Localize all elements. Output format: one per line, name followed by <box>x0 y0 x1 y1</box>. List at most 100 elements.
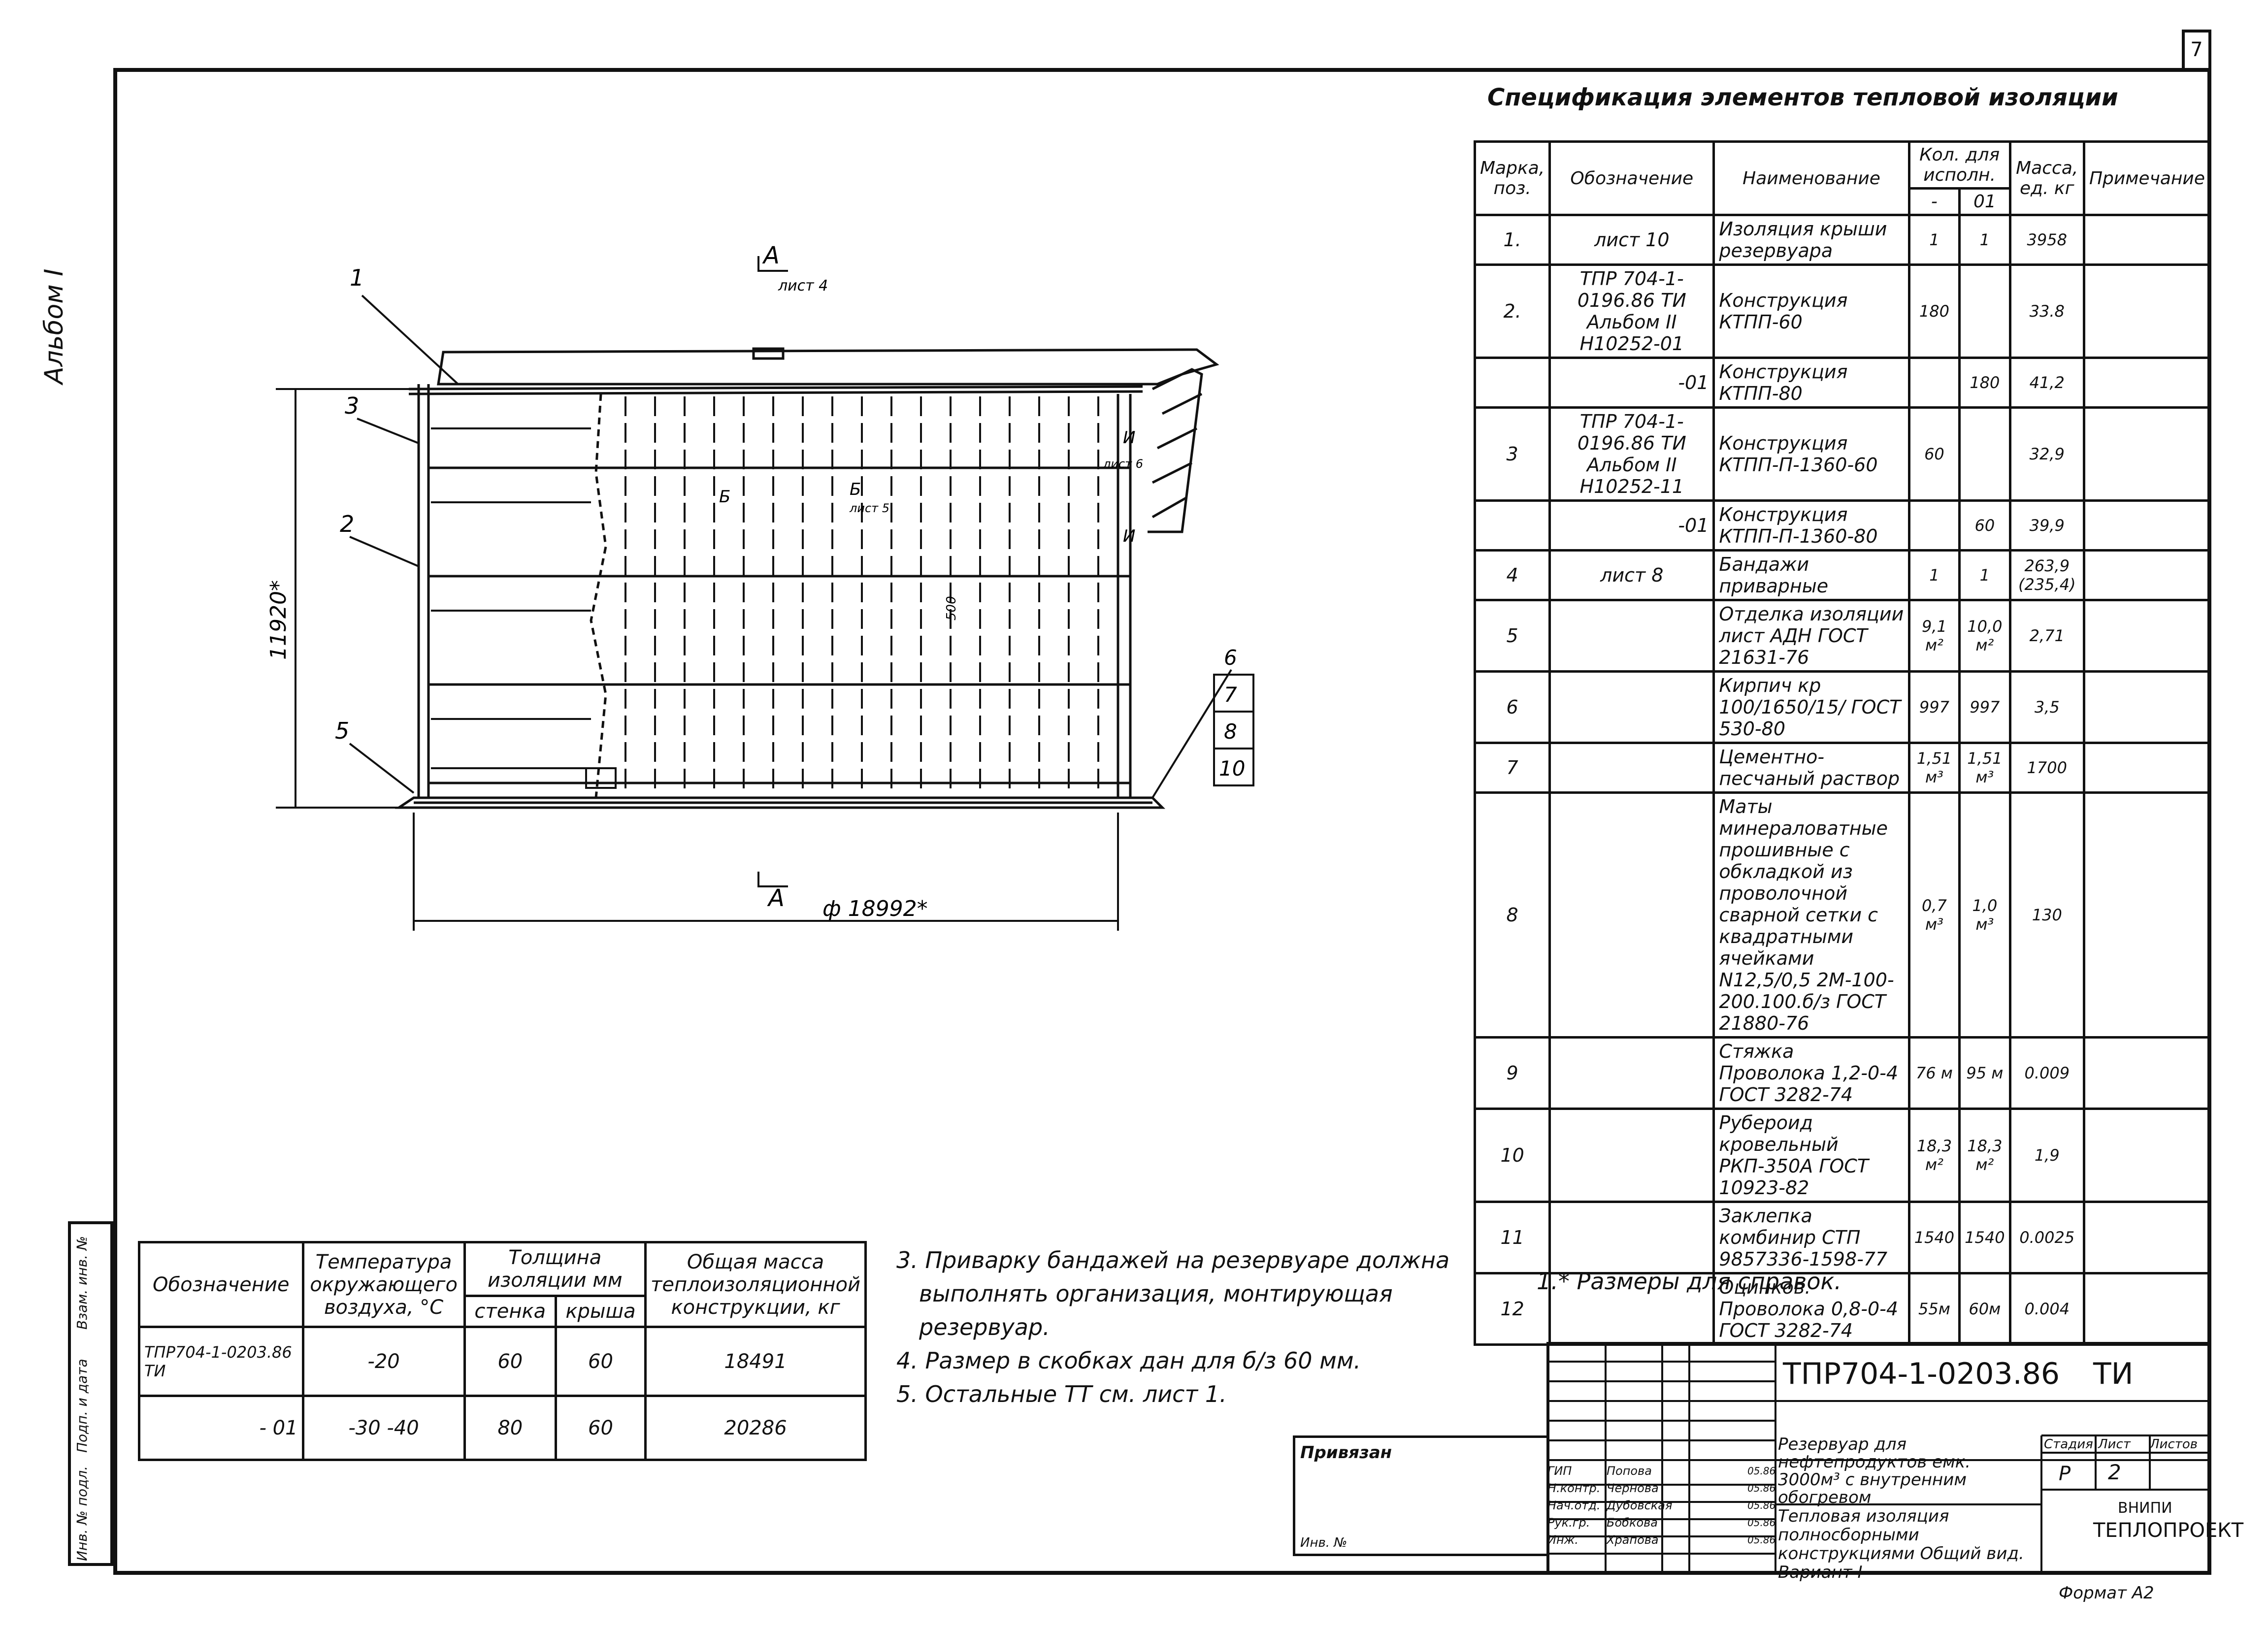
temp-header-thickness: Толщина изоляции мм <box>463 1241 647 1297</box>
note-line: резервуар. <box>919 1314 1050 1340</box>
spec-name: Конструкция КТПП-60 <box>1712 263 1910 359</box>
spec-qty-b: 1540 <box>1958 1201 2011 1274</box>
strip-inv-podl: Инв. № подл. <box>74 1466 90 1561</box>
spec-designation <box>1548 1201 1715 1274</box>
spec-qty-a: 18,3 м² <box>1907 1108 1961 1203</box>
name-inzh: Храпова <box>1607 1533 1659 1547</box>
spec-mass: 39,9 <box>2008 499 2085 552</box>
spec-mass: 1700 <box>2008 742 2085 794</box>
dates-list: 05.86 05.86 05.86 05.86 05.86 <box>1747 1463 1775 1549</box>
spec-designation <box>1548 1272 1715 1346</box>
spec-designation <box>1548 742 1715 794</box>
spec-qty-a: 997 <box>1907 670 1961 744</box>
note-reference-dims: 1.* Размеры для справок. <box>1537 1268 1841 1295</box>
spec-designation <box>1548 599 1715 673</box>
spec-designation: ТПР 704-1-0196.86 ТИ Альбом II Н10252-11 <box>1548 406 1715 502</box>
role-nkontr: Н.контр. <box>1547 1481 1601 1495</box>
spec-qty-a: 1,51 м³ <box>1907 742 1961 794</box>
callout-10: 10 <box>1219 756 1245 781</box>
spec-qty-a: 1540 <box>1907 1201 1961 1274</box>
spec-name: Стяжка Проволока 1,2-0-4 ГОСТ 3282-74 <box>1712 1036 1910 1110</box>
section-b-sheet: лист 5 <box>849 501 889 515</box>
spec-note <box>2082 742 2212 794</box>
callout-3: 3 <box>345 392 359 419</box>
stamp-title-1: Резервуар для нефтепродуктов емк. 3000м³… <box>1778 1434 1971 1507</box>
header-mark: Марка, поз. <box>1473 140 1551 216</box>
callout-2: 2 <box>340 511 354 537</box>
spec-name: Маты минераловатные прошивные с обкладко… <box>1712 791 1910 1039</box>
spec-pos: 7 <box>1473 742 1551 794</box>
spec-mass: 33.8 <box>2008 263 2085 359</box>
section-b-right: Б <box>850 480 861 499</box>
spec-mass: 0.004 <box>2008 1272 2085 1346</box>
spec-qty-b <box>1958 263 2011 359</box>
spec-row: 2.ТПР 704-1-0196.86 ТИ Альбом II Н10252-… <box>1473 263 2212 359</box>
spec-designation <box>1548 1036 1715 1110</box>
spec-note <box>2082 1036 2212 1110</box>
privyazan-label: Привязан <box>1300 1443 1392 1463</box>
org-name-1: ВНИПИ <box>2118 1499 2172 1517</box>
spec-pos: 11 <box>1473 1201 1551 1274</box>
section-a-top-sheet: лист 4 <box>778 277 828 294</box>
spec-qty-b: 60 <box>1958 499 2011 552</box>
spec-note <box>2082 406 2212 502</box>
temp-header-designation: Обозначение <box>138 1241 304 1328</box>
spec-qty-a: 1 <box>1907 549 1961 601</box>
names-list: Попова Чернова Дубовская Бобкова Храпова <box>1607 1463 1672 1549</box>
spec-designation: -01 <box>1548 357 1715 409</box>
section-a-top: А <box>762 242 780 269</box>
sheet-label: Лист <box>2098 1437 2131 1452</box>
spec-mass: 263,9 (235,4) <box>2008 549 2085 601</box>
spec-mass: 3,5 <box>2008 670 2085 744</box>
diameter-dimension: ф 18992* <box>822 896 928 921</box>
spec-qty-a: 9,1 м² <box>1907 599 1961 673</box>
role-inzh: Инж. <box>1547 1533 1578 1547</box>
spec-name: Кирпич кр 100/1650/15/ ГОСТ 530-80 <box>1712 670 1910 744</box>
spec-note <box>2082 1108 2212 1203</box>
role-gip: ГИП <box>1547 1464 1572 1478</box>
spec-qty-b: 1,51 м³ <box>1958 742 2011 794</box>
spec-note <box>2082 499 2212 552</box>
note-line: 3. Приварку бандажей на резервуаре должн… <box>896 1247 1450 1273</box>
name-rukgr: Бобкова <box>1607 1516 1658 1530</box>
sheets-label: Листов <box>2150 1437 2198 1452</box>
name-gip: Попова <box>1607 1464 1652 1478</box>
spec-note <box>2082 791 2212 1039</box>
spec-qty-a <box>1907 499 1961 552</box>
spec-name: Бандажи приварные <box>1712 549 1910 601</box>
spec-note <box>2082 1272 2212 1346</box>
album-label: Альбом I <box>39 268 69 384</box>
spec-qty-b: 10,0 м² <box>1958 599 2011 673</box>
spec-note <box>2082 263 2212 359</box>
spec-name: Конструкция КТПП-П-1360-80 <box>1712 499 1910 552</box>
role-list: ГИП Н.контр. Нач.отд. Рук.гр. Инж. <box>1547 1463 1600 1549</box>
org-name-2: ТЕПЛОПРОЕКТ <box>2093 1519 2244 1542</box>
section-b-left: Б <box>719 487 730 507</box>
callout-1: 1 <box>350 264 364 291</box>
stage-value: Р <box>2059 1463 2071 1485</box>
spec-qty-b: 95 м <box>1958 1036 2011 1110</box>
spec-pos: 1. <box>1473 214 1551 266</box>
spec-mass: 0.009 <box>2008 1036 2085 1110</box>
format-label: Формат А2 <box>2059 1583 2154 1603</box>
spec-note <box>2082 599 2212 673</box>
temp-cell: 18491 <box>644 1326 867 1397</box>
temp-header-temperature: Температура окружающего воздуха, °С <box>301 1241 466 1328</box>
callout-5: 5 <box>335 717 349 744</box>
doc-code: ТПР704-1-0203.86 <box>1783 1357 2060 1391</box>
spec-qty-b: 18,3 м² <box>1958 1108 2011 1203</box>
thickness-table: Обозначение Температура окружающего возд… <box>138 1241 867 1461</box>
note-line: выполнять организация, монтирующая <box>919 1280 1393 1307</box>
spec-designation <box>1548 791 1715 1039</box>
spec-pos: 2. <box>1473 263 1551 359</box>
spec-qty-b: 60м <box>1958 1272 2011 1346</box>
header-qty: Кол. для исполн. <box>1907 140 2011 190</box>
spec-qty-b: 180 <box>1958 357 2011 409</box>
strip-podp-data: Подп. и дата <box>74 1359 90 1453</box>
temp-header-roof: крыша <box>554 1295 647 1328</box>
doc-type: ТИ <box>2093 1357 2134 1391</box>
